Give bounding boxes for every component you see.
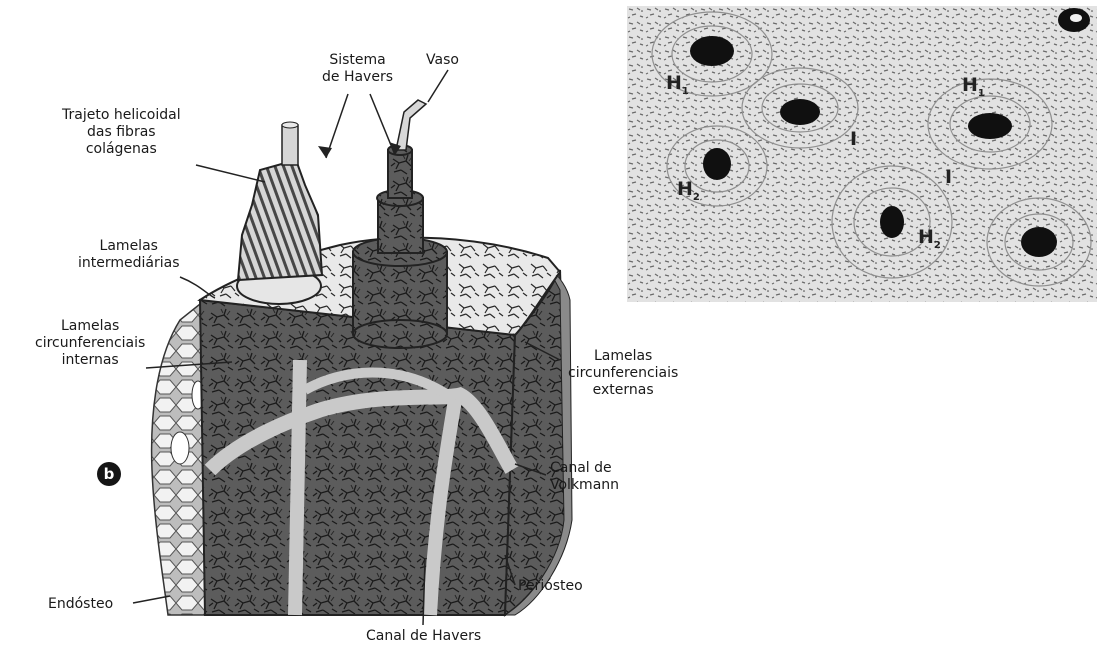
micrograph-label-h2: H2 (918, 226, 941, 251)
label-havers-canal: Canal de Havers (366, 628, 481, 645)
label-collagen-fibers: Trajeto helicoidal das fibras colágenas (62, 107, 181, 158)
micrograph (627, 6, 1097, 302)
micrograph-label-h1: H1 (962, 74, 985, 99)
micrograph-label-i: I (850, 128, 857, 150)
label-endosteum: Endósteo (48, 596, 113, 613)
havers-canal-vertical (295, 360, 300, 615)
label-internal-circumferential-lamellae: Lamelas circunferenciais internas (35, 318, 145, 369)
label-vessel: Vaso (426, 52, 459, 69)
label-intermediate-lamellae: Lamelas intermediárias (78, 238, 180, 272)
panel-letter-badge: b (97, 462, 121, 486)
vessel (396, 100, 426, 150)
label-volkmann-canal: Canal de Volkmann (550, 460, 619, 494)
micrograph-label-h2: H2 (677, 178, 700, 203)
label-havers-system: Sistema de Havers (322, 52, 393, 86)
micrograph-label-h1: H1 (666, 72, 689, 97)
bone-block-front (200, 300, 515, 615)
micrograph-label-i: I (945, 166, 952, 188)
label-periosteum: Periósteo (518, 578, 583, 595)
label-external-circumferential-lamellae: Lamelas circunferenciais externas (568, 348, 678, 399)
marrow-space (171, 432, 189, 464)
